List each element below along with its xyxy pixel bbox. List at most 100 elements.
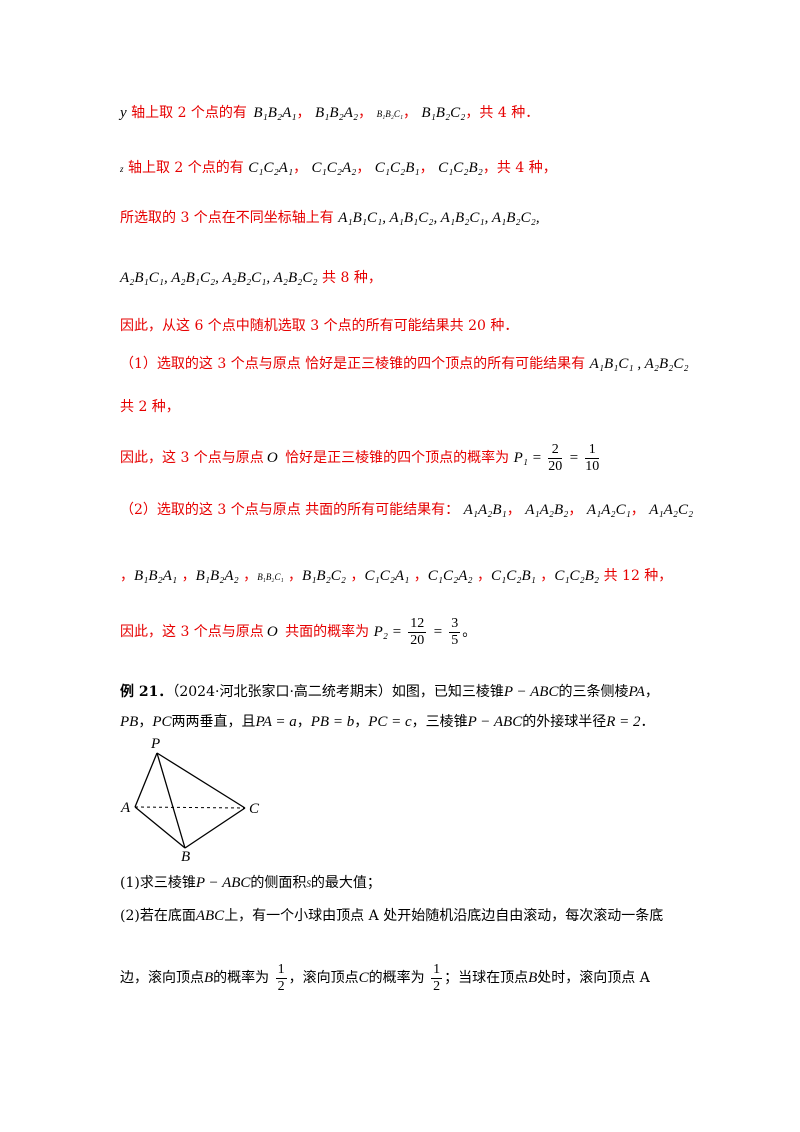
text: （1）选取的这 3 个点与原点 恰好是正三棱锥的四个顶点的所有可能结果有 (120, 356, 586, 372)
label-c: C (249, 801, 260, 817)
p1: P₁ = (513, 450, 542, 466)
text: 因此，这 3 个点与原点 (120, 624, 264, 640)
period: 。 (462, 624, 477, 640)
den: 2 (277, 978, 285, 994)
edge-ab (134, 806, 186, 849)
set: C₁C₂A₂ (311, 160, 357, 176)
num: 1 (275, 961, 287, 979)
set: A₁A₂B₂ (525, 502, 569, 518)
set: B₁B₂C₂ (302, 568, 347, 584)
text: ， (644, 684, 659, 700)
set: C₁C₂B₁ (491, 568, 536, 584)
text: 上，有一个小球由顶点 A 处开始随机沿底边自由滚动，每次滚动一条底 (224, 908, 664, 924)
question-1: (1)求三棱锥P − ABC的侧面积S的最大值； (120, 873, 381, 894)
set: B₁B₂C₁ (257, 572, 284, 582)
text: 所选取的 3 个点在不同坐标轴上有 (120, 210, 334, 226)
set: C₁C₂A₂ (427, 568, 473, 584)
var-y: y (120, 105, 127, 121)
set: A₁A₂C₁ (586, 502, 631, 518)
sets: A₁B₁C₁, A₁B₁C₂, A₁B₂C₁, A₁B₂C₂, (338, 210, 540, 226)
line-total: 因此，从这 6 个点中随机选取 3 个点的所有可能结果共 20 种． (120, 316, 518, 336)
example-line-1: 例 21．（2024·河北张家口·高二统考期末）如图，已知三棱锥P − ABC的… (120, 682, 659, 702)
math: R = 2 (606, 714, 641, 730)
tetrahedron-figure: P A B C (120, 736, 260, 865)
math: ABC (195, 908, 225, 924)
math: PC = c (368, 714, 412, 730)
line-q2-sets: ，B₁B₂A₁ ，B₁B₂A₂ ，B₁B₂C₁ ，B₁B₂C₂ ，C₁C₂A₁ … (120, 568, 673, 584)
edge-pa (134, 752, 158, 808)
label-p: P (150, 736, 160, 752)
text: 共 12 种， (603, 568, 673, 584)
set: B₁B₂A₂ (314, 105, 359, 121)
math: P − ABC (467, 714, 523, 730)
math: P − ABC (503, 684, 559, 700)
den: 10 (585, 458, 600, 474)
den: 20 (410, 632, 425, 648)
text: 共 2 种， (120, 399, 180, 415)
text: (2)若在底面 (120, 908, 196, 924)
math: C (358, 970, 369, 986)
text: 的最大值； (310, 875, 381, 891)
den: 2 (433, 978, 441, 994)
line-diff-axes-2: A₂B₁C₁, A₂B₁C₂, A₂B₂C₁, A₂B₂C₂ 共 8 种， (120, 268, 382, 288)
text: 恰好是正三棱锥的四个顶点的概率为 (280, 450, 510, 466)
var-o: O (266, 450, 278, 466)
text: ， (354, 714, 369, 730)
label-b: B (181, 849, 190, 865)
text: 因此，这 3 个点与原点 (120, 450, 264, 466)
math: B (204, 970, 214, 986)
example-line-2: PB，PC两两垂直，且PA = a，PB = b，PC = c，三棱锥P − A… (120, 712, 655, 732)
text: 的外接球半径 (522, 714, 607, 730)
line-q2-intro: （2）选取的这 3 个点与原点 共面的所有可能结果有： A₁A₂B₁， A₁A₂… (120, 502, 694, 518)
text: ， (138, 714, 153, 730)
num: 1 (431, 961, 443, 979)
text: 两两垂直，且 (171, 714, 256, 730)
edge-pc (156, 752, 246, 809)
math: PC (152, 714, 172, 730)
question-2: (2)若在底面ABC上，有一个小球由顶点 A 处开始随机沿底边自由滚动，每次滚动… (120, 906, 663, 926)
line-z-axis: z 轴上取 2 个点的有 C₁C₂A₁， C₁C₂A₂， C₁C₂B₁， C₁C… (120, 160, 557, 176)
num: 12 (408, 615, 427, 633)
text: （2024·河北张家口·高二统考期末）如图，已知三棱锥 (172, 684, 504, 700)
set: B₁B₂A₁ (253, 105, 297, 121)
text: 轴上取 2 个点的有 (126, 105, 247, 121)
edge-bc (184, 807, 246, 849)
num: 1 (585, 442, 600, 459)
text: ，三棱锥 (411, 714, 468, 730)
set: A₁A₂C₂ (649, 502, 694, 518)
sets: A₁B₁C₁ , A₂B₂C₂ (589, 356, 689, 372)
set: A₁A₂B₁ (463, 502, 507, 518)
text: 因此，从这 6 个点中随机选取 3 个点的所有可能结果共 20 种． (120, 318, 519, 334)
example-label: 例 21． (120, 684, 173, 700)
text: (1)求三棱锥 (120, 875, 196, 891)
set: C₁C₂B₂ (554, 568, 600, 584)
line-q1-intro: （1）选取的这 3 个点与原点 恰好是正三棱锥的四个顶点的所有可能结果有 A₁B… (120, 354, 689, 374)
text: 轴上取 2 个点的有 (123, 160, 244, 176)
set: B₁B₂C₂ (421, 105, 466, 121)
text: 的概率为 (213, 970, 270, 986)
math: PA = a (255, 714, 297, 730)
set: C₁C₂A₁ (364, 568, 410, 584)
line-y-axis: y 轴上取 2 个点的有 B₁B₂A₁， B₁B₂A₂， B₁B₂C₁， B₁B… (120, 105, 540, 121)
text: （2）选取的这 3 个点与原点 共面的所有可能结果有： (120, 502, 460, 518)
text: ，滚向顶点 (288, 970, 359, 986)
text: ． (640, 714, 655, 730)
den: 20 (548, 458, 563, 474)
math: P − ABC (195, 875, 251, 891)
text: ，共 4 种， (482, 160, 557, 176)
edge-pb (156, 752, 186, 849)
set: C₁C₂A₁ (248, 160, 294, 176)
set: B₁B₂A₁ (134, 568, 178, 584)
p2: P₂ = (373, 624, 402, 640)
text: ，共 4 种． (465, 105, 540, 121)
math: PB (120, 714, 139, 730)
